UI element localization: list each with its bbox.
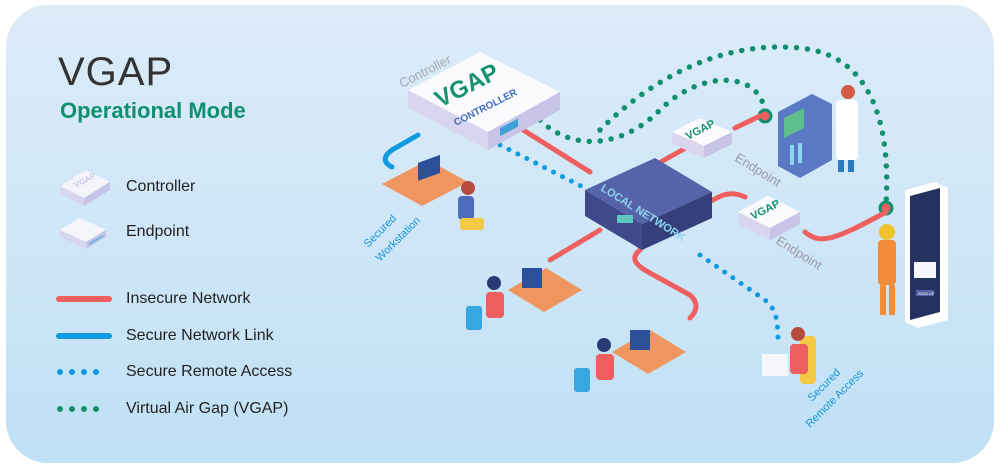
secure-remote-dots-icon	[57, 369, 111, 375]
secure-remote-controller	[497, 142, 588, 191]
vgap-dots-icon	[57, 406, 111, 412]
legend-endpoint-label: Endpoint	[126, 223, 190, 240]
legend-vgap-label: Virtual Air Gap (VGAP)	[126, 400, 289, 417]
vgap-controller-device: VGAP CONTROLLER Controller	[397, 51, 560, 150]
phone-signup-label: SIGN UP	[918, 291, 935, 296]
legend-insecure-network: Insecure Network	[56, 290, 251, 308]
legend-vgap: Virtual Air Gap (VGAP)	[56, 400, 288, 418]
local-network-switch: LOCAL NETWORK	[585, 158, 712, 250]
legend-remote-label: Secure Remote Access	[126, 363, 293, 380]
secure-remote-access	[697, 252, 781, 343]
page-title: VGAP	[58, 50, 174, 94]
lab-control-panel	[778, 85, 858, 178]
legend-secure-link: Secure Network Link	[56, 327, 274, 345]
workstation-office-1	[466, 268, 582, 330]
legend-controller: VGAP Controller	[56, 164, 195, 210]
vgap-link-outer-arc	[597, 44, 890, 208]
secure-line-icon	[56, 333, 112, 339]
secured-workstation: Secured Workstation	[362, 154, 484, 264]
legend-insecure-label: Insecure Network	[126, 290, 251, 307]
controller-device-icon: VGAP	[60, 170, 110, 206]
secure-link-workstation	[382, 132, 421, 170]
legend-secure-remote: Secure Remote Access	[56, 363, 292, 381]
legend-controller-label: Controller	[126, 178, 196, 195]
workstation-office-2	[574, 330, 686, 392]
field-worker-phone: SIGN UP	[878, 182, 948, 328]
secured-remote-worker: Secured Remote Access	[762, 327, 867, 430]
legend-secure-label: Secure Network Link	[126, 327, 274, 344]
endpoint-device-icon	[60, 218, 106, 249]
legend-endpoint: Endpoint	[56, 212, 189, 252]
page-subtitle: Operational Mode	[60, 98, 246, 123]
insecure-line-icon	[56, 296, 112, 302]
endpoint-1-caption: Endpoint	[732, 150, 784, 190]
vgap-link-controller-to-lab	[537, 77, 768, 145]
